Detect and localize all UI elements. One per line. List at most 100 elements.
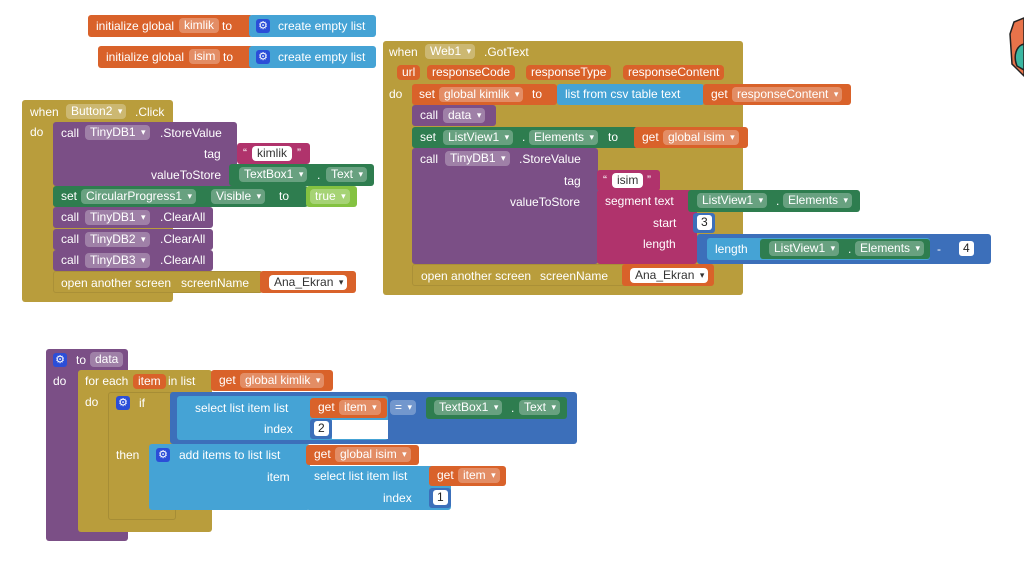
screen-dropdown-ana-ekran[interactable]: Ana_Ekran: [630, 268, 709, 283]
textbox1-text-getter-block[interactable]: TextBox1 . Text: [426, 397, 567, 419]
component-dropdown-tinydb2[interactable]: TinyDB2: [85, 232, 150, 247]
gear-icon[interactable]: ⚙: [256, 19, 270, 33]
component-dropdown-tinydb3[interactable]: TinyDB3: [85, 253, 150, 268]
dot-label: .: [848, 242, 852, 256]
segment-text-block[interactable]: segment text start length: [597, 190, 697, 264]
add-items-to-list-block[interactable]: ⚙ add items to list list item: [149, 444, 310, 510]
text-string-block[interactable]: “ kimlik ”: [237, 143, 310, 164]
var-dropdown-global-kimlik[interactable]: global kimlik: [240, 373, 325, 388]
component-dropdown-listview1[interactable]: ListView1: [697, 193, 768, 208]
component-dropdown-tinydb1[interactable]: TinyDB1: [85, 210, 150, 225]
screen-name-block[interactable]: Ana_Ekran: [260, 271, 356, 293]
event-label: .GotText: [484, 45, 529, 59]
component-dropdown-circularprogress1[interactable]: CircularProgress1: [81, 189, 197, 204]
backpack-icon[interactable]: [1008, 14, 1024, 84]
listview1-elements-getter-block[interactable]: ListView1 . Elements: [688, 190, 860, 212]
param-responsecontent[interactable]: responseContent: [623, 65, 725, 80]
gear-icon[interactable]: ⚙: [156, 448, 170, 462]
procedure-dropdown-data[interactable]: data: [443, 108, 486, 123]
var-dropdown-global-isim[interactable]: global isim: [663, 130, 739, 145]
component-dropdown-button2[interactable]: Button2: [66, 104, 127, 119]
do-label: do: [30, 125, 44, 139]
var-dropdown-global-isim[interactable]: global isim: [335, 447, 411, 462]
component-dropdown-listview1[interactable]: ListView1: [769, 241, 840, 256]
set-global-kimlik-block[interactable]: set global kimlik to: [412, 84, 557, 105]
component-dropdown-listview1[interactable]: ListView1: [443, 130, 514, 145]
gear-icon[interactable]: ⚙: [53, 353, 67, 367]
number-value-index-2[interactable]: 1: [433, 490, 448, 505]
component-dropdown-textbox1[interactable]: TextBox1: [239, 167, 308, 182]
create-empty-list-block[interactable]: ⚙ create empty list: [249, 46, 376, 68]
tinydb3-clearall-block[interactable]: call TinyDB3 .ClearAll: [53, 250, 213, 271]
var-name-isim[interactable]: isim: [189, 49, 221, 64]
property-dropdown-elements[interactable]: Elements: [855, 241, 925, 256]
procedure-name-data[interactable]: data: [90, 352, 124, 367]
var-dropdown-responsecontent[interactable]: responseContent: [732, 87, 843, 102]
gear-icon[interactable]: ⚙: [116, 396, 130, 410]
init-global-kimlik-block[interactable]: initialize global kimlik to: [88, 15, 253, 37]
tinydb2-clearall-block[interactable]: call TinyDB2 .ClearAll: [53, 229, 213, 250]
listview1-elements-getter-block-2[interactable]: ListView1 . Elements: [760, 239, 930, 259]
tinydb1-clearall-block[interactable]: call TinyDB1 .ClearAll: [53, 207, 213, 228]
open-screen-label: open another screen: [421, 269, 532, 283]
loop-var-item[interactable]: item: [133, 374, 166, 389]
property-dropdown-text[interactable]: Text: [326, 167, 368, 182]
number-block-index-2[interactable]: 1: [429, 488, 451, 508]
screen-name-block[interactable]: Ana_Ekran: [622, 264, 714, 286]
set-circularprogress-visible-block[interactable]: set CircularProgress1 Visible to: [53, 186, 308, 207]
number-block-index[interactable]: 2: [310, 419, 332, 439]
valuetostore-label: valueToStore: [151, 168, 222, 182]
property-dropdown-text[interactable]: Text: [519, 400, 561, 415]
property-dropdown-elements[interactable]: Elements: [529, 130, 599, 145]
component-dropdown-textbox1[interactable]: TextBox1: [434, 400, 503, 415]
textbox1-text-getter-block[interactable]: TextBox1 . Text: [229, 164, 374, 186]
logic-true-block[interactable]: true: [306, 186, 357, 207]
get-responsecontent-block[interactable]: get responseContent: [703, 84, 851, 105]
set-listview1-elements-block[interactable]: set ListView1 . Elements to: [412, 127, 638, 148]
var-dropdown-item[interactable]: item: [458, 468, 500, 483]
var-dropdown-global-kimlik[interactable]: global kimlik: [439, 87, 524, 102]
call-data-block[interactable]: call data: [412, 105, 496, 126]
get-global-kimlik-block[interactable]: get global kimlik: [211, 370, 333, 391]
text-string-block[interactable]: “ isim ”: [597, 170, 660, 191]
logic-dropdown-true[interactable]: true: [310, 189, 350, 204]
do-label: do: [53, 374, 67, 388]
get-item-block[interactable]: get item: [310, 398, 387, 418]
create-empty-list-block[interactable]: ⚙ create empty list: [249, 15, 376, 37]
tinydb1-storevalue-block[interactable]: call TinyDB1 .StoreValue tag valueToStor…: [53, 122, 237, 186]
property-dropdown-elements[interactable]: Elements: [783, 193, 853, 208]
length-fn-label: length: [715, 242, 748, 256]
number-value-start[interactable]: 3: [697, 215, 712, 230]
tinydb1-storevalue-block[interactable]: call TinyDB1 .StoreValue tag valueToStor…: [412, 148, 598, 264]
compare-operator-dropdown[interactable]: =: [390, 400, 417, 415]
number-value-minus[interactable]: 4: [959, 241, 974, 256]
list-from-csv-table-block[interactable]: list from csv table text: [557, 84, 704, 105]
when-label: when: [30, 105, 59, 119]
get-global-isim-block[interactable]: get global isim: [634, 127, 748, 148]
when-label: when: [389, 45, 418, 59]
empty-input-slot: [332, 420, 388, 439]
get-item-block[interactable]: get item: [429, 466, 506, 486]
param-url[interactable]: url: [397, 65, 421, 80]
text-value-kimlik[interactable]: kimlik: [252, 146, 292, 161]
dot-label: .: [776, 194, 780, 208]
screen-dropdown-ana-ekran[interactable]: Ana_Ekran: [269, 275, 348, 290]
var-name-kimlik[interactable]: kimlik: [179, 18, 219, 33]
param-responsetype[interactable]: responseType: [526, 65, 612, 80]
component-dropdown-web1[interactable]: Web1: [425, 44, 476, 59]
number-value-index[interactable]: 2: [314, 421, 329, 436]
open-another-screen-block[interactable]: open another screen screenName: [53, 271, 263, 293]
var-dropdown-item[interactable]: item: [339, 400, 381, 415]
component-dropdown-tinydb1[interactable]: TinyDB1: [85, 125, 150, 140]
get-global-isim-block[interactable]: get global isim: [306, 445, 419, 465]
open-another-screen-block[interactable]: open another screen screenName: [412, 264, 626, 286]
param-responsecode[interactable]: responseCode: [427, 65, 516, 80]
component-dropdown-tinydb1[interactable]: TinyDB1: [445, 151, 510, 166]
call-label: call: [61, 253, 80, 267]
gear-icon[interactable]: ⚙: [256, 50, 270, 64]
select-list-item-block-2[interactable]: select list item list index: [306, 466, 451, 510]
number-block-start[interactable]: 3: [693, 213, 715, 233]
property-dropdown-visible[interactable]: Visible: [211, 189, 266, 204]
init-global-isim-block[interactable]: initialize global isim to: [98, 46, 254, 68]
text-value-isim[interactable]: isim: [612, 173, 644, 188]
